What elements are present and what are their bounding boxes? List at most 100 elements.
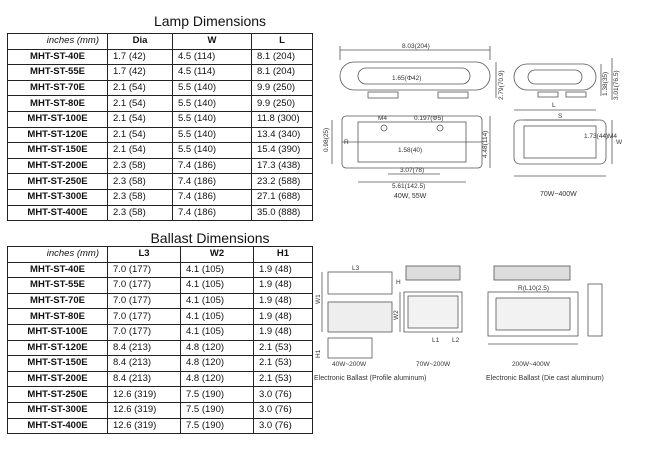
value-cell: 1.9 (48) bbox=[253, 292, 313, 310]
model-cell: MHT-ST-400E bbox=[7, 204, 108, 222]
ballast-profile-top bbox=[327, 271, 393, 295]
label-w: W bbox=[616, 139, 623, 146]
value-cell: 8.4 (213) bbox=[107, 355, 181, 372]
model-cell: MHT-ST-70E bbox=[7, 79, 108, 97]
value-cell: 8.4 (213) bbox=[107, 339, 181, 357]
caption-profile-aluminum: Electronic Ballast (Profile aluminum) bbox=[314, 375, 426, 382]
value-cell: 17.3 (438) bbox=[251, 157, 313, 175]
lamp-top-view-right bbox=[513, 119, 607, 165]
label-w1: W1 bbox=[315, 294, 322, 304]
caption-die-cast-aluminum: Electronic Ballast (Die cast aluminum) bbox=[486, 375, 604, 382]
value-cell: 1.7 (42) bbox=[107, 48, 173, 66]
model-cell: MHT-ST-70E bbox=[7, 292, 108, 310]
label-m4-right: M4 bbox=[608, 133, 617, 140]
l-header: L bbox=[251, 33, 313, 50]
model-cell: MHT-ST-120E bbox=[7, 339, 108, 357]
value-cell: 5.5 (140) bbox=[172, 126, 252, 144]
model-cell: MHT-ST-300E bbox=[7, 188, 108, 206]
value-cell: 2.1 (54) bbox=[107, 79, 173, 97]
ballast-profile-end bbox=[405, 265, 461, 281]
caption-200-400w: 200W~400W bbox=[512, 361, 551, 368]
model-cell: MHT-ST-40E bbox=[7, 261, 108, 279]
model-cell: MHT-ST-100E bbox=[7, 323, 108, 341]
label-l2: L2 bbox=[452, 337, 460, 344]
value-cell: 4.8 (120) bbox=[180, 370, 254, 388]
dim-length: 8.03(204) bbox=[402, 43, 430, 50]
dim-height: 2.79(70.9) bbox=[498, 70, 505, 100]
lamp-side-view-right bbox=[513, 63, 597, 91]
value-cell: 4.5 (114) bbox=[172, 64, 252, 81]
label-w2: W2 bbox=[393, 310, 400, 320]
value-cell: 8.1 (204) bbox=[251, 48, 313, 66]
value-cell: 2.1 (53) bbox=[253, 339, 313, 357]
model-cell: MHT-ST-55E bbox=[7, 64, 108, 81]
value-cell: 15.4 (390) bbox=[251, 142, 313, 159]
h1-header: H1 bbox=[253, 246, 313, 263]
label-h1: H1 bbox=[315, 349, 322, 358]
caption-70-400w: 70W~400W bbox=[540, 191, 577, 198]
model-cell: MHT-ST-200E bbox=[7, 157, 108, 175]
caption-40-200w: 40W~200W bbox=[332, 361, 367, 368]
value-cell: 23.2 (588) bbox=[251, 173, 313, 190]
value-cell: 3.0 (76) bbox=[253, 417, 313, 435]
ballast-profile-side bbox=[327, 337, 373, 359]
value-cell: 3.0 (76) bbox=[253, 386, 313, 403]
value-cell: 7.4 (186) bbox=[172, 157, 252, 175]
value-cell: 7.4 (186) bbox=[172, 204, 252, 222]
value-cell: 12.6 (319) bbox=[107, 401, 181, 419]
value-cell: 7.0 (177) bbox=[107, 277, 181, 294]
value-cell: 3.0 (76) bbox=[253, 401, 313, 419]
label-l1: L1 bbox=[432, 337, 440, 344]
value-cell: 4.1 (105) bbox=[180, 323, 254, 341]
dim-base-1: 3.07(78) bbox=[400, 167, 424, 174]
dia-header: Dia bbox=[107, 33, 173, 50]
model-cell: MHT-ST-250E bbox=[7, 386, 108, 403]
label-l3: L3 bbox=[352, 265, 360, 272]
value-cell: 5.5 (140) bbox=[172, 142, 252, 159]
dim-hole: 0.197(Φ5) bbox=[414, 115, 443, 122]
value-cell: 7.0 (177) bbox=[107, 292, 181, 310]
dim-right-2: 3.01(76.5) bbox=[613, 70, 620, 100]
value-cell: 7.0 (177) bbox=[107, 261, 181, 279]
w2-header: W2 bbox=[180, 246, 254, 263]
dim-right-hole: 1.73(44) bbox=[584, 133, 608, 140]
label-s: S bbox=[558, 113, 563, 120]
label-l: L bbox=[552, 102, 556, 109]
model-cell: MHT-ST-150E bbox=[7, 355, 108, 372]
value-cell: 11.8 (300) bbox=[251, 110, 313, 128]
dim-mid: 1.58(40) bbox=[398, 147, 422, 154]
value-cell: 8.4 (213) bbox=[107, 370, 181, 388]
model-cell: MHT-ST-200E bbox=[7, 370, 108, 388]
model-cell: MHT-ST-80E bbox=[7, 95, 108, 112]
value-cell: 2.3 (58) bbox=[107, 188, 173, 206]
model-cell: MHT-ST-400E bbox=[7, 417, 108, 435]
ballast-diecast-side bbox=[587, 283, 603, 337]
value-cell: 2.1 (54) bbox=[107, 110, 173, 128]
value-cell: 12.6 (319) bbox=[107, 386, 181, 403]
value-cell: 2.3 (58) bbox=[107, 157, 173, 175]
ballast-diecast-front bbox=[487, 291, 579, 337]
value-cell: 2.3 (58) bbox=[107, 173, 173, 190]
value-cell: 1.9 (48) bbox=[253, 261, 313, 279]
value-cell: 1.7 (42) bbox=[107, 64, 173, 81]
caption-40-55w: 40W, 55W bbox=[394, 193, 427, 200]
value-cell: 7.4 (186) bbox=[172, 173, 252, 190]
ballast-technical-drawing: L3 H W1 W2 H1 L1 L2 R(L10(2.5) 40W~200W … bbox=[314, 265, 604, 382]
value-cell: 5.5 (140) bbox=[172, 95, 252, 112]
value-cell: 4.1 (105) bbox=[180, 277, 254, 294]
table-header-row: inches (mm) Dia W L bbox=[7, 33, 313, 50]
